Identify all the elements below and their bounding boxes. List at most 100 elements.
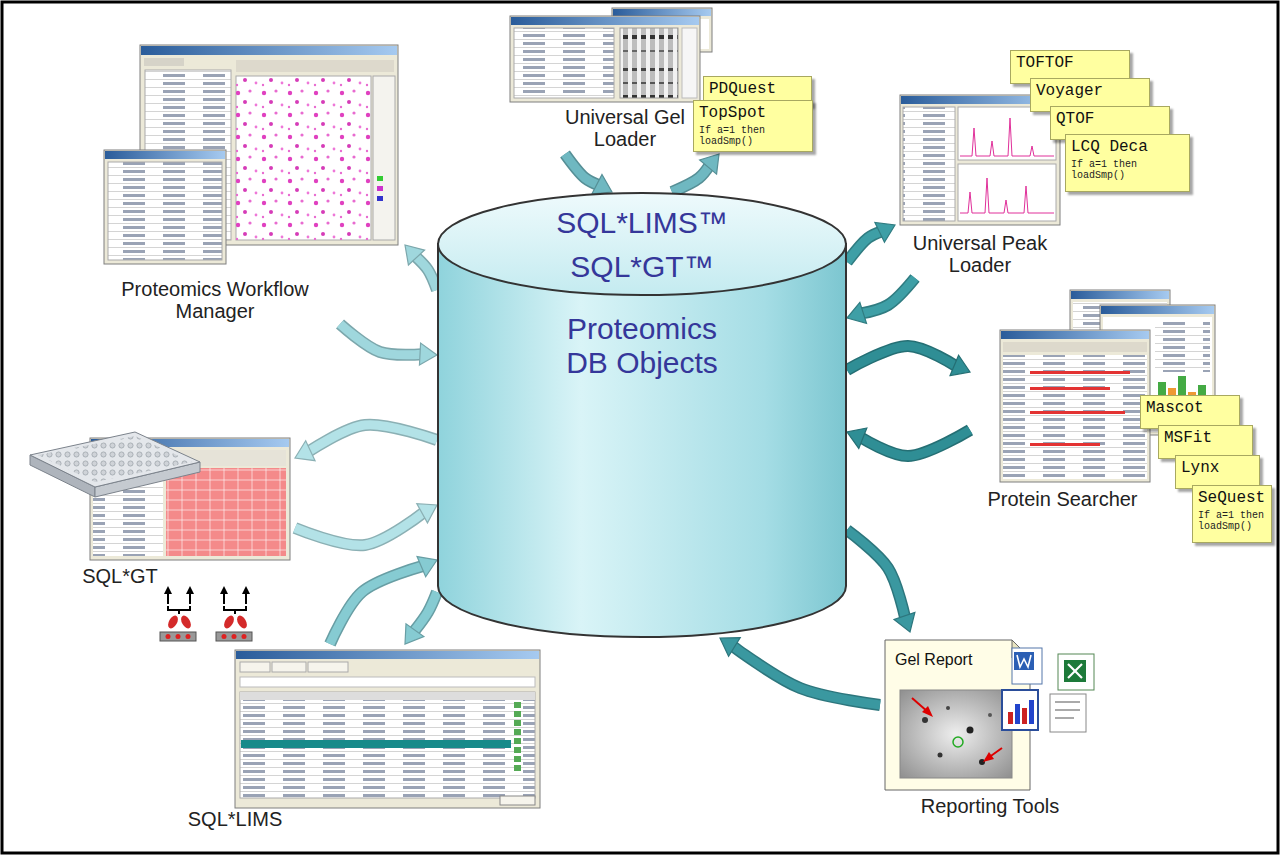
flow-arrow (847, 346, 970, 376)
module-caption: SQL*LIMS (170, 808, 300, 830)
arrow-outline (847, 346, 956, 370)
module-caption: Proteomics Workflow Manager (100, 278, 330, 322)
flow-arrow (295, 425, 437, 461)
instrument-card: LCQ Deca If a=1 then loadSmp() (1065, 134, 1190, 192)
instrument-name: Lynx (1181, 459, 1254, 478)
report-title: Gel Report (885, 640, 1030, 669)
flow-arrow (340, 324, 437, 365)
database-label: SQL*LIMS™ (437, 206, 847, 240)
arrow-outline (565, 154, 599, 185)
lims-module: SQL*LIMS (160, 644, 545, 836)
lims-illustration (160, 586, 540, 808)
arrow-shaft (309, 425, 437, 452)
arrow-head (417, 504, 437, 523)
instrument-name: Voyager (1036, 82, 1144, 101)
cylinder-body (438, 244, 846, 637)
arrow-head (720, 638, 740, 657)
flow-arrow (672, 154, 719, 192)
flow-arrow (847, 530, 915, 632)
arrow-head (894, 612, 915, 632)
arrow-head (419, 343, 437, 365)
arrow-head (875, 222, 895, 242)
arrow-shaft (565, 154, 599, 185)
arrow-outline (861, 278, 915, 313)
gt-illustration (30, 432, 290, 560)
flow-arrow (330, 557, 437, 644)
gel-loader-module: Universal Gel LoaderPDQuestTopSpot If a=1… (505, 6, 815, 154)
peak-loader-module: Universal Peak Loader TOFTOF VoyagerQTOF LC… (895, 48, 1195, 278)
arrow-outline (414, 592, 437, 632)
arrow-shaft (330, 566, 423, 644)
report-page: Gel Report (885, 640, 1030, 790)
arrow-shaft (340, 324, 422, 355)
instrument-name: TopSpot (699, 104, 807, 123)
arrow-outline (672, 166, 709, 192)
flow-arrow (295, 504, 437, 546)
instrument-name: TOFTOF (1016, 54, 1124, 73)
module-caption: SQL*GT (70, 565, 170, 587)
workflow-screenshot (104, 45, 398, 264)
reporting-module: Reporting Tools Gel Report (880, 632, 1110, 828)
arrow-outline (847, 232, 881, 262)
arrow-outline (309, 425, 437, 452)
arrow-outline (847, 530, 905, 618)
searcher-module: Protein Searcher MascotMSFitLynxSeQuestIf… (970, 282, 1275, 548)
code-snippet: If a=1 then loadSmp() (1071, 159, 1184, 181)
arrow-shaft (415, 256, 437, 290)
search-engine-card: Lynx (1175, 455, 1260, 489)
search-engine-card: MSFit (1158, 425, 1253, 459)
arrow-head (700, 154, 719, 174)
arrow-shaft (733, 646, 880, 705)
search-engine-card: Mascot (1140, 395, 1240, 429)
instrument-card: TopSpot If a=1 then loadSmp() (693, 100, 813, 152)
search-engine-card: SeQuestIf a=1 then loadSmp() (1192, 485, 1272, 543)
arrow-outline (415, 256, 437, 290)
module-caption: Universal Peak Loader (895, 232, 1065, 276)
flow-arrow (405, 592, 437, 644)
instrument-name: PDQuest (709, 80, 806, 99)
code-snippet: If a=1 then loadSmp() (699, 125, 807, 147)
arrow-shaft (847, 346, 956, 370)
module-caption: Protein Searcher (970, 488, 1155, 510)
module-caption: Universal Gel Loader (545, 106, 705, 150)
database-label: SQL*GT™ (437, 250, 847, 284)
arrow-head (592, 174, 612, 194)
cylinder-top (438, 193, 846, 295)
arrow-shaft (861, 278, 915, 313)
arrow-shaft (295, 512, 424, 545)
instrument-name: QTOF (1056, 110, 1164, 129)
arrow-head (847, 302, 867, 323)
module-caption: Reporting Tools (900, 795, 1080, 817)
flow-arrow (405, 245, 437, 290)
instrument-name: Mascot (1146, 399, 1234, 418)
flow-arrow (847, 222, 895, 262)
arrow-head (417, 557, 437, 577)
arrow-head (405, 245, 425, 265)
arrow-shaft (861, 430, 970, 456)
arrow-shaft (414, 592, 437, 632)
arrow-shaft (847, 530, 905, 618)
arrow-outline (340, 324, 422, 355)
arrow-head (950, 355, 970, 375)
arrow-head (405, 624, 424, 644)
gel-loader-screenshot (510, 8, 712, 102)
flow-arrow (720, 638, 880, 705)
arrow-shaft (847, 232, 881, 262)
peak-loader-screenshot (900, 95, 1060, 225)
arrow-outline (330, 566, 423, 644)
arrow-head (847, 428, 867, 448)
report-illustration (885, 640, 1094, 790)
arrow-outline (861, 430, 970, 456)
flow-arrow (565, 154, 612, 194)
workflow-module: Proteomics Workflow Manager (95, 40, 405, 324)
instrument-name: LCQ Deca (1071, 138, 1184, 157)
instrument-name: MSFit (1164, 429, 1247, 448)
arrow-head (295, 441, 315, 461)
instrument-name: SeQuest (1198, 489, 1266, 508)
arrow-shaft (672, 166, 709, 192)
flow-arrow (847, 428, 970, 456)
flow-arrow (847, 278, 915, 323)
gt-module: SQL*GT (25, 425, 295, 592)
